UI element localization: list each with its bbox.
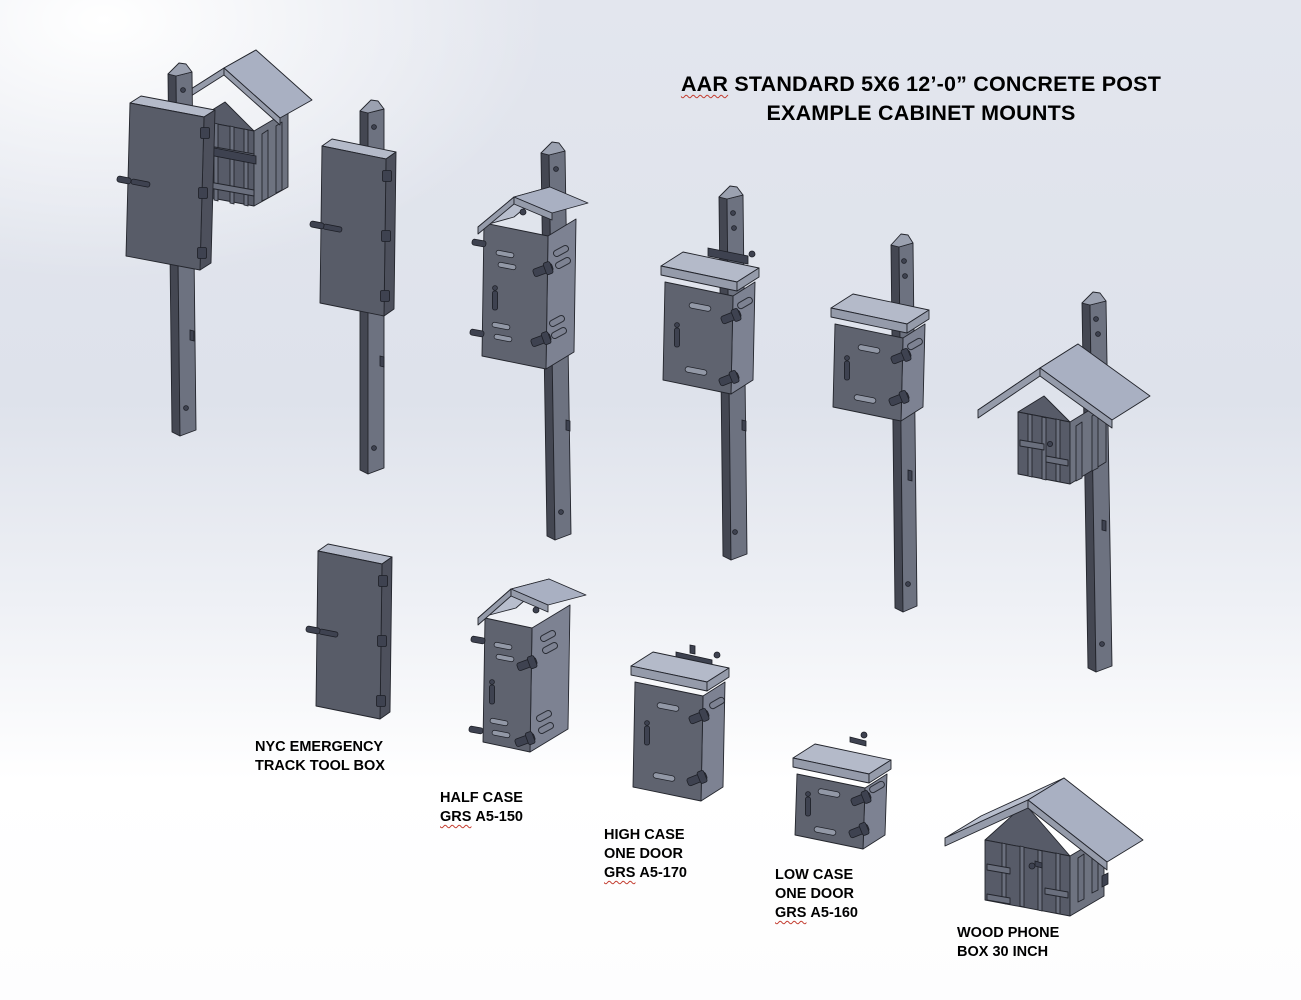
wood-phone-box <box>944 777 1144 917</box>
track-tool-box <box>305 543 393 720</box>
assembly-post-low-case <box>830 233 930 613</box>
track-tool-box-mounted <box>309 138 397 317</box>
label-nyc-track-tool-box: NYC EMERGENCY TRACK TOOL BOX <box>255 739 385 774</box>
label-wood-phone-box: WOOD PHONE BOX 30 INCH <box>957 925 1060 960</box>
low-case-mounted <box>830 293 930 422</box>
concrete-post <box>1081 291 1113 673</box>
bracket-bolt <box>748 250 756 258</box>
drawing-title-line1: AAR STANDARD 5X6 12’-0” CONCRETE POST <box>680 72 1162 96</box>
half-case <box>468 578 587 753</box>
assembly-post-tool-box-and-phone-box <box>116 49 313 437</box>
low-case <box>792 731 892 850</box>
assembly-post-high-case <box>660 185 760 561</box>
mount-bracket <box>707 247 749 265</box>
assembly-post-half-case <box>469 141 589 541</box>
title-word-aar: AAR <box>680 72 729 96</box>
door-latch <box>1047 440 1054 447</box>
assembly-post-track-tool-box <box>309 99 397 475</box>
high-case <box>630 644 730 802</box>
high-case-mounted <box>660 251 760 395</box>
assembly-post-wood-phone-box <box>977 291 1151 673</box>
door-latch <box>1028 862 1036 870</box>
wood-phone-box-mounted <box>977 343 1151 485</box>
phone-box-roof <box>977 343 1151 429</box>
concrete-post <box>890 233 918 613</box>
drawing-title: AAR STANDARD 5X6 12’-0” CONCRETE POST EX… <box>640 70 1202 128</box>
track-tool-box-mounted <box>116 95 216 271</box>
drawing-title-line2: EXAMPLE CABINET MOUNTS <box>766 101 1076 125</box>
phone-box-roof <box>944 777 1144 871</box>
half-case-mounted <box>469 186 589 370</box>
